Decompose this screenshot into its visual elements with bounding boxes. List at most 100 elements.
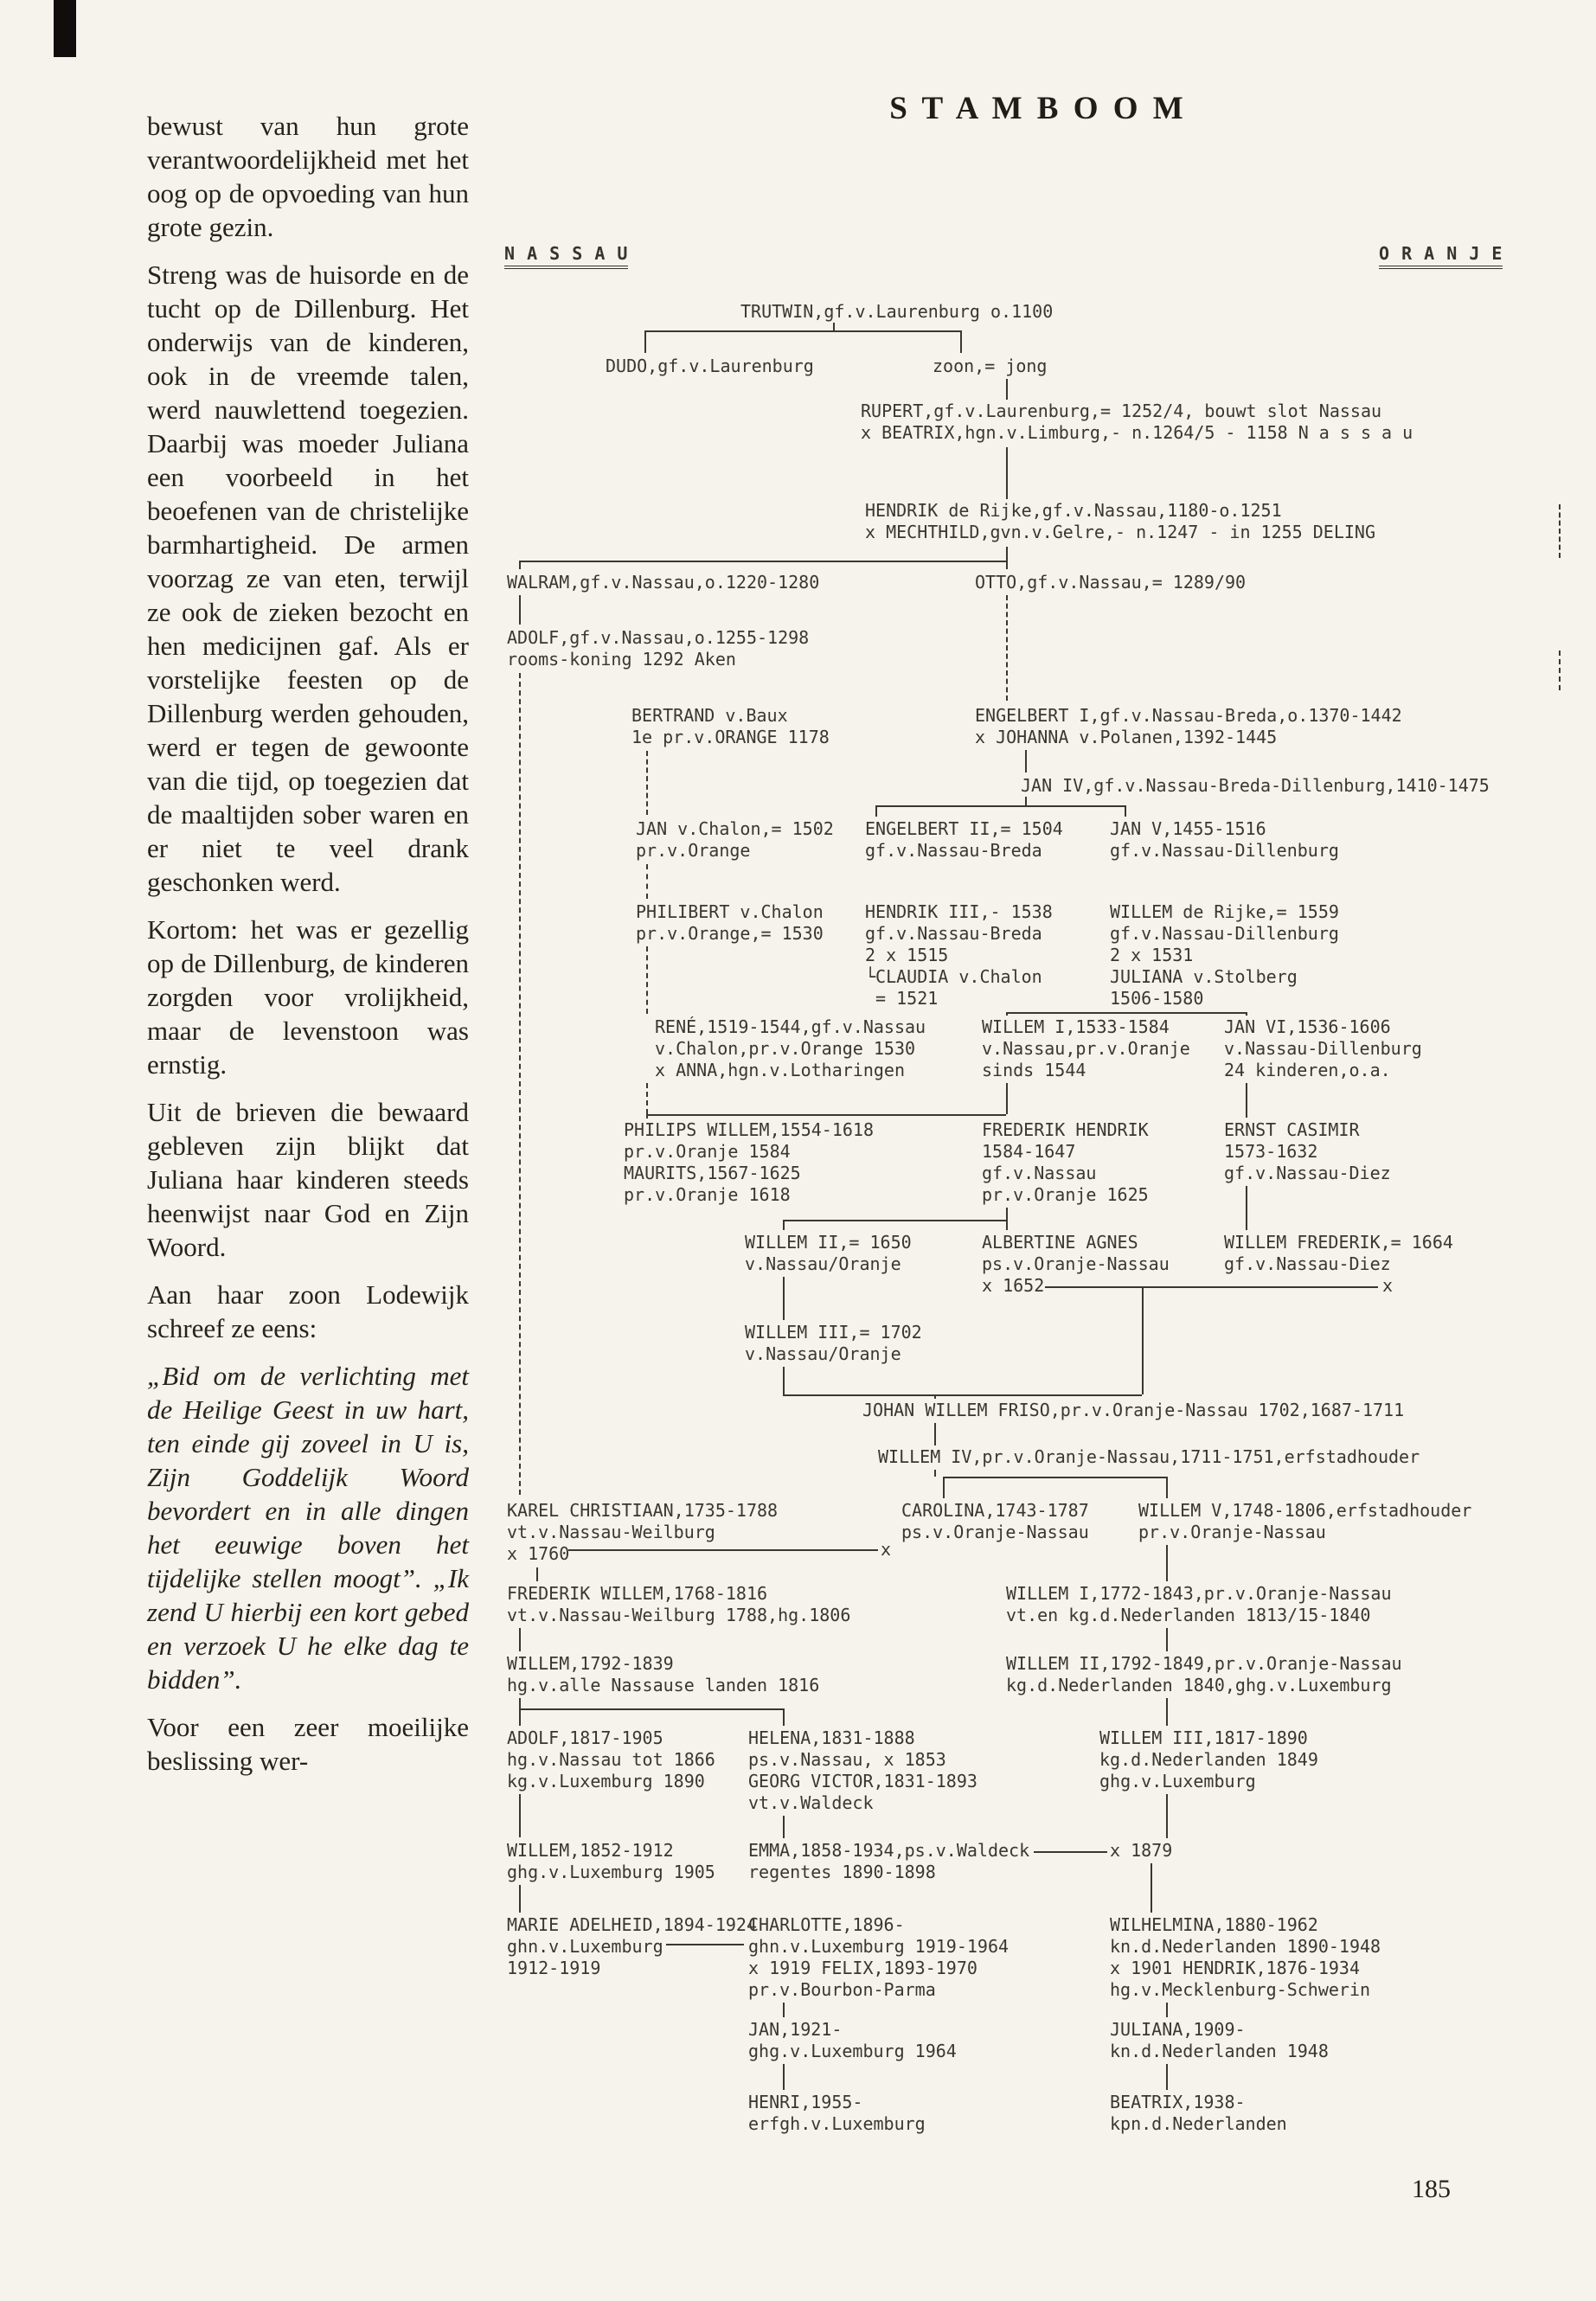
tree-connector: [519, 673, 521, 1495]
tree-connector: [1246, 1012, 1247, 1016]
tree-connector: [934, 1394, 936, 1399]
tree-node-line: WILLEM V,1748-1806,erfstadhouder: [1138, 1500, 1472, 1521]
tree-connector: [646, 864, 648, 899]
tree-node-line: v.Nassau/Oranje: [745, 1343, 901, 1364]
tree-node-line: kpn.d.Nederlanden: [1110, 2113, 1287, 2134]
tree-connector: [1034, 1851, 1107, 1853]
tree-node-line: JAN IV,gf.v.Nassau-Breda-Dillenburg,1410…: [1021, 775, 1490, 796]
tree-connector: [1006, 547, 1008, 561]
tree-node-line: WILLEM II,1792-1849,pr.v.Oranje-Nassau: [1006, 1653, 1402, 1674]
tree-connector: [1006, 1208, 1008, 1220]
tree-header-oranje: O R A N J E: [1379, 243, 1503, 269]
tree-node-line: CHARLOTTE,1896-: [748, 1914, 905, 1935]
tree-connector: [783, 1277, 785, 1320]
tree-connector: [519, 561, 1006, 562]
tree-connector: [1006, 379, 1008, 400]
tree-connector: [783, 1816, 785, 1838]
tree-node-line: RENÉ,1519-1544,gf.v.Nassau: [655, 1016, 926, 1037]
article-column: bewust van hun grote verantwoordelijkhei…: [147, 109, 469, 1791]
tree-connector: [1166, 1545, 1168, 1581]
tree-node-line: 1506-1580: [1110, 988, 1204, 1009]
tree-node-line: pr.v.Oranje 1625: [982, 1184, 1149, 1205]
tree-node-line: GEORG VICTOR,1831-1893: [748, 1771, 977, 1791]
tree-connector: [1045, 1286, 1378, 1288]
tree-node-line: ENGELBERT I,gf.v.Nassau-Breda,o.1370-144…: [975, 705, 1402, 726]
tree-node-line: 1e pr.v.ORANGE 1178: [631, 727, 830, 747]
tree-node-line: JAN V,1455-1516: [1110, 818, 1266, 839]
tree-connector: [783, 1220, 785, 1230]
tree-node-line: WILLEM IV,pr.v.Oranje-Nassau,1711-1751,e…: [878, 1446, 1420, 1467]
tree-node-line: JAN,1921-: [748, 2019, 843, 2040]
tree-connector: [644, 330, 960, 332]
tree-connector: [1006, 1012, 1246, 1014]
tree-connector: [1166, 2064, 1168, 2090]
paragraph-4: Uit de brieven die bewaard gebleven zijn…: [147, 1097, 469, 1262]
tree-node-line: ghg.v.Luxemburg 1905: [507, 1862, 715, 1882]
tree-node-rupert: RUPERT,gf.v.Laurenburg,= 1252/4, bouwt s…: [861, 401, 1413, 444]
tree-node-otto: OTTO,gf.v.Nassau,= 1289/90: [975, 572, 1246, 593]
tree-node-line: WILLEM III,1817-1890: [1099, 1727, 1308, 1748]
tree-connector: [1142, 1288, 1144, 1394]
tree-node-line: v.Chalon,pr.v.Orange 1530: [655, 1038, 916, 1059]
tree-node-line: WILLEM,1792-1839: [507, 1653, 674, 1674]
tree-node-line: x 1879: [1110, 1840, 1173, 1861]
tree-node-line: kn.d.Nederlanden 1890-1948: [1110, 1936, 1381, 1957]
tree-node-line: ps.v.Oranje-Nassau: [982, 1253, 1170, 1274]
scan-artifact: [54, 0, 76, 57]
tree-node-line: HELENA,1831-1888: [748, 1727, 915, 1748]
tree-node-zoon: zoon,= jong: [933, 356, 1047, 377]
tree-node-line: ghg.v.Luxemburg 1964: [748, 2041, 957, 2061]
tree-node-hendrik-de-rijke: HENDRIK de Rijke,gf.v.Nassau,1180-o.1251…: [865, 500, 1375, 543]
tree-node-line: KAREL CHRISTIAAN,1735-1788: [507, 1500, 779, 1521]
tree-node-line: x 1901 HENDRIK,1876-1934: [1110, 1958, 1360, 1978]
tree-node-line: zoon,= jong: [933, 356, 1048, 376]
tree-node-line: ALBERTINE AGNES: [982, 1232, 1138, 1253]
tree-connector: [646, 1114, 1006, 1116]
tree-node-line: gf.v.Nassau-Dillenburg: [1110, 923, 1339, 944]
tree-node-line: vt.v.Nassau-Weilburg: [507, 1522, 715, 1542]
tree-node-line: sinds 1544: [982, 1060, 1086, 1080]
tree-connector: [833, 323, 835, 330]
tree-connector: [644, 330, 646, 353]
tree-connector: [519, 1708, 783, 1710]
tree-node-line: WILLEM FREDERIK,= 1664: [1224, 1232, 1453, 1253]
tree-node-huwelijk-x-carolina: x: [881, 1539, 891, 1561]
tree-node-line: JOHAN WILLEM FRISO,pr.v.Oranje-Nassau 17…: [862, 1400, 1405, 1420]
tree-node-line: WILLEM I,1533-1584: [982, 1016, 1170, 1037]
tree-node-line: pr.v.Oranje-Nassau: [1138, 1522, 1326, 1542]
tree-node-line: pr.v.Oranje 1618: [624, 1184, 791, 1205]
tree-node-line: EMMA,1858-1934,ps.v.Waldeck: [748, 1840, 1030, 1861]
tree-node-line: x 1760: [507, 1543, 570, 1564]
tree-connector: [943, 1477, 945, 1498]
tree-connector: [1246, 1186, 1247, 1230]
tree-node-line: ADOLF,gf.v.Nassau,o.1255-1298: [507, 627, 810, 648]
tree-node-line: OTTO,gf.v.Nassau,= 1289/90: [975, 572, 1247, 593]
tree-connector: [783, 1220, 1006, 1221]
tree-node-beatrix: BEATRIX,1938-kpn.d.Nederlanden: [1110, 2092, 1287, 2135]
tree-node-line: 1584-1647: [982, 1141, 1076, 1162]
tree-node-line: WILLEM III,= 1702: [745, 1322, 922, 1343]
tree-connector: [875, 805, 877, 817]
tree-connector: [875, 805, 1125, 807]
tree-connector: [1006, 1012, 1008, 1016]
tree-connector: [646, 1114, 648, 1118]
tree-node-line: x JOHANNA v.Polanen,1392-1445: [975, 727, 1278, 747]
tree-node-line: gf.v.Nassau-Breda: [865, 840, 1042, 861]
tree-node-line: PHILIPS WILLEM,1554-1618: [624, 1119, 874, 1140]
tree-node-line: JAN v.Chalon,= 1502: [636, 818, 834, 839]
tree-node-line: 2 x 1515: [865, 945, 949, 965]
tree-connector: [783, 1708, 785, 1726]
tree-node-line: ps.v.Oranje-Nassau: [901, 1522, 1089, 1542]
